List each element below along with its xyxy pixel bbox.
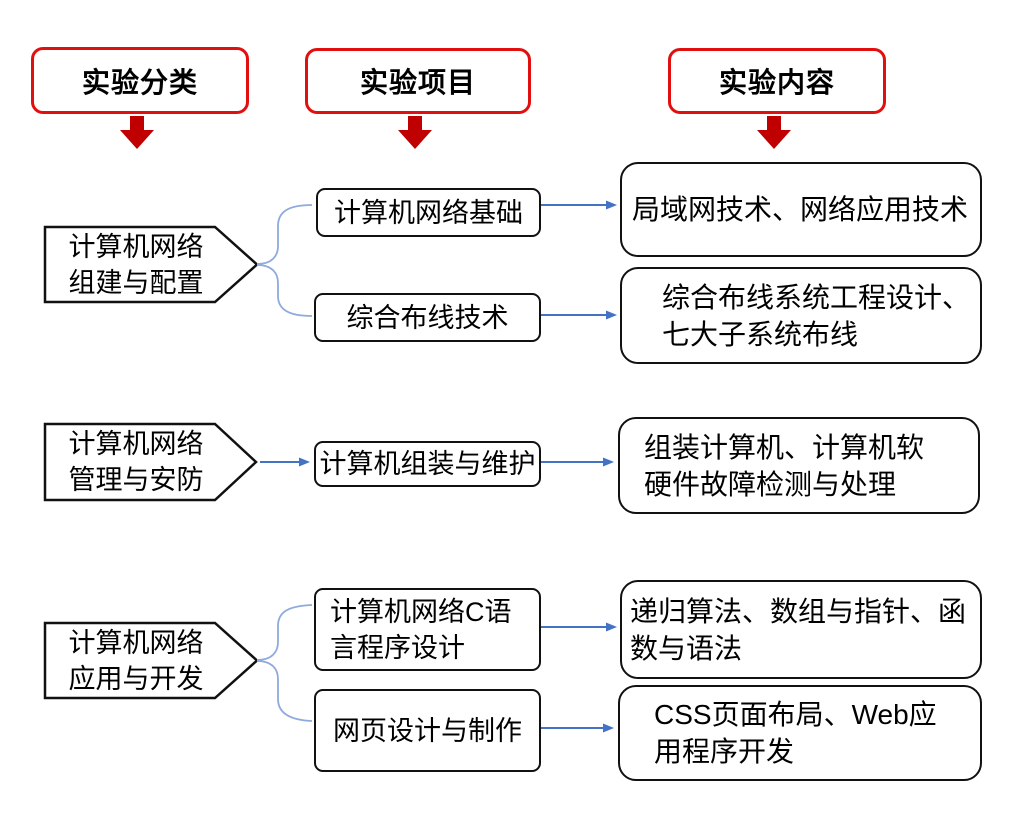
brace-connector-row3-lower <box>256 660 313 722</box>
category-pentagon-1 <box>43 225 259 304</box>
category-label-network-development: 计算机网络 应用与开发 <box>68 627 204 694</box>
header-experiment-category: 实验分类 <box>31 47 249 114</box>
category-label-network-setup: 计算机网络 组建与配置 <box>68 231 204 298</box>
header-experiment-project: 实验项目 <box>305 48 531 114</box>
brace-connector-row3-upper <box>256 604 313 661</box>
content-box-css-web: CSS页面布局、Web应 用程序开发 <box>618 685 982 781</box>
project-box-computer-assembly: 计算机组装与维护 <box>314 441 541 487</box>
content-box-assembly-maintenance: 组装计算机、计算机软 硬件故障检测与处理 <box>618 417 980 514</box>
category-pentagon-2 <box>43 422 258 502</box>
brace-connector-row1-upper <box>256 204 313 265</box>
project-box-web-design: 网页设计与制作 <box>314 689 541 772</box>
project-box-network-basics: 计算机网络基础 <box>316 188 541 237</box>
content-box-lan-technology: 局域网技术、网络应用技术 <box>620 162 982 257</box>
red-down-arrow-2 <box>398 116 432 149</box>
category-label-network-management: 计算机网络 管理与安防 <box>68 429 204 495</box>
header-experiment-content: 实验内容 <box>668 48 886 114</box>
category-pentagon-3 <box>43 621 259 700</box>
project-box-c-programming: 计算机网络C语 言程序设计 <box>314 588 541 671</box>
project-box-cabling-technology: 综合布线技术 <box>314 293 541 342</box>
content-box-algorithms: 递归算法、数组与指针、函 数与语法 <box>620 580 982 679</box>
red-down-arrow-3 <box>757 116 791 149</box>
content-box-cabling-system: 综合布线系统工程设计、 七大子系统布线 <box>620 267 982 364</box>
red-down-arrow-1 <box>120 116 154 149</box>
brace-connector-row1-lower <box>256 264 313 317</box>
